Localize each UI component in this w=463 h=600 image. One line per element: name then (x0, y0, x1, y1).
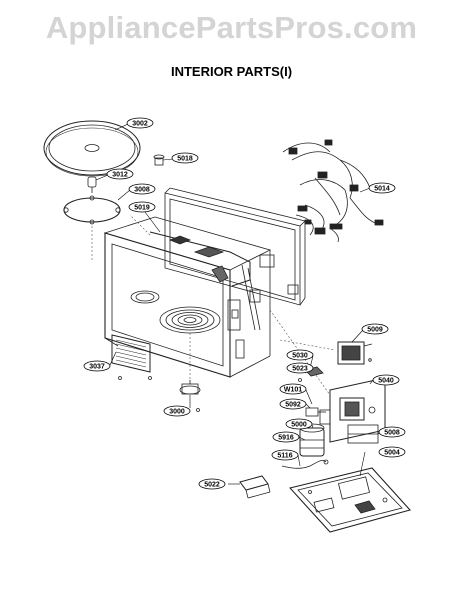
part-5022[interactable] (239, 475, 271, 499)
coupler[interactable] (87, 176, 97, 193)
svg-text:5030: 5030 (292, 353, 308, 360)
callout-5014[interactable]: 5014 (368, 182, 396, 194)
callout-5030[interactable]: 5030 (286, 349, 314, 361)
watermark: AppliancePartsPros.com (45, 10, 418, 45)
callout-3012[interactable]: 3012 (106, 168, 134, 180)
svg-text:5040: 5040 (378, 378, 394, 385)
part-5008[interactable] (347, 424, 379, 444)
svg-text:5000: 5000 (291, 422, 307, 429)
svg-text:3008: 3008 (134, 187, 150, 194)
callout-5916[interactable]: 5916 (272, 431, 300, 443)
callout-5019[interactable]: 5019 (128, 201, 156, 213)
svg-text:3012: 3012 (112, 172, 128, 179)
callout-5023[interactable]: 5023 (286, 362, 314, 374)
svg-text:3037: 3037 (89, 364, 105, 371)
part-5009[interactable] (337, 341, 373, 365)
oven-cavity[interactable] (103, 216, 272, 378)
callout-3000[interactable]: 3000 (163, 405, 191, 417)
svg-text:5022: 5022 (204, 482, 220, 489)
callout-5004[interactable]: 5004 (378, 446, 406, 458)
svg-text:W101: W101 (284, 387, 302, 394)
callout-5092[interactable]: 5092 (279, 398, 307, 410)
callout-5000[interactable]: 5000 (285, 418, 313, 430)
svg-text:5014: 5014 (374, 186, 390, 193)
svg-text:5019: 5019 (134, 205, 150, 212)
part-5018[interactable] (153, 154, 165, 166)
svg-text:5009: 5009 (367, 327, 383, 334)
svg-text:5116: 5116 (277, 453, 292, 460)
cavity-back-frame[interactable] (164, 187, 306, 306)
callout-5009[interactable]: 5009 (361, 323, 389, 335)
callout-3037[interactable]: 3037 (83, 360, 111, 372)
svg-text:5008: 5008 (384, 430, 400, 437)
svg-text:5004: 5004 (384, 450, 400, 457)
base-plate[interactable] (288, 467, 412, 533)
svg-text:5018: 5018 (177, 156, 193, 163)
svg-text:3000: 3000 (169, 409, 185, 416)
turntable-motor[interactable] (179, 380, 201, 412)
svg-text:5023: 5023 (292, 366, 308, 373)
svg-text:5092: 5092 (285, 402, 301, 409)
callout-3002[interactable]: 3002 (126, 117, 154, 129)
callout-3008[interactable]: 3008 (128, 183, 156, 195)
callout-5008[interactable]: 5008 (378, 426, 406, 438)
part-5092[interactable] (305, 407, 326, 417)
part-5116[interactable] (281, 459, 329, 469)
callout-5116[interactable]: 5116 (271, 449, 299, 461)
callout-W101[interactable]: W101 (279, 383, 307, 395)
callout-5040[interactable]: 5040 (372, 374, 400, 386)
svg-text:5916: 5916 (278, 435, 294, 442)
svg-text:3002: 3002 (132, 121, 148, 128)
roller-ring[interactable] (63, 195, 121, 225)
callout-5018[interactable]: 5018 (171, 152, 199, 164)
diagram-title: INTERIOR PARTS(I) (170, 64, 293, 79)
callout-5022[interactable]: 5022 (198, 478, 226, 490)
part-5040[interactable] (319, 377, 386, 443)
vent-grille[interactable] (111, 334, 152, 380)
turntable-tray[interactable] (43, 120, 141, 177)
wire-harness[interactable] (282, 139, 384, 243)
